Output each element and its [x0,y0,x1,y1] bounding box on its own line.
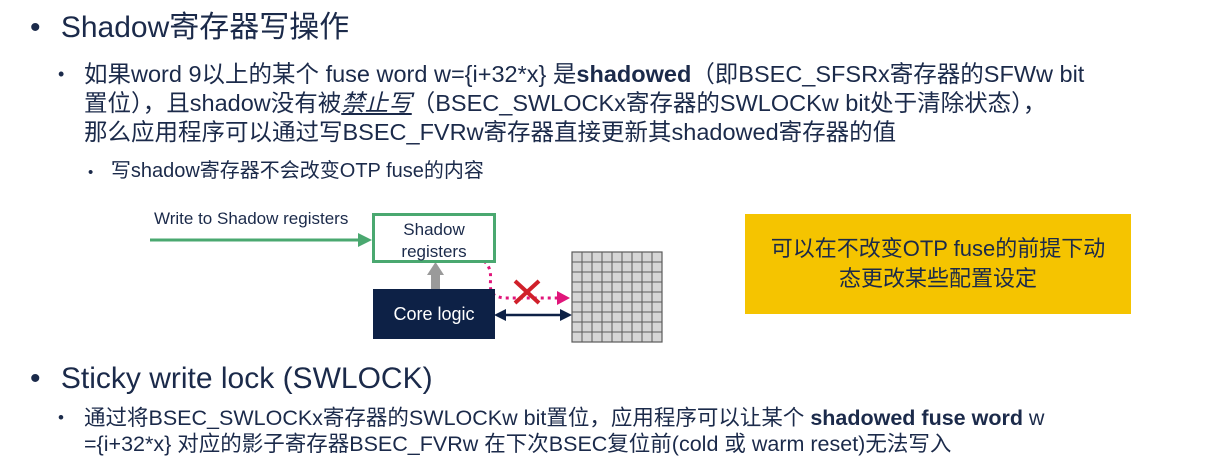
core-to-shadow-arrow-head [427,262,444,275]
section1-heading: • Shadow寄存器写操作 [30,10,349,46]
section2-line2: ={i+32*x} 对应的影子寄存器BSEC_FVRw 在下次BSEC复位前(c… [84,432,952,456]
cross-icon-b [513,279,541,305]
shadowed-bold: shadowed [576,61,692,87]
core-logic-box: Core logic [373,289,495,339]
section2-line1: 通过将BSEC_SWLOCKx寄存器的SWLOCKw bit置位，应用程序可以让… [84,406,1045,430]
section1-line2: 置位），且shadow没有被禁止写（BSEC_SWLOCKx寄存器的SWLOCK… [84,90,1047,116]
write-label: Write to Shadow registers [154,209,349,228]
bullet-dot: • [88,164,94,181]
dotted-arrow-head [557,291,570,305]
section1-heading-text: Shadow寄存器写操作 [60,11,350,44]
section1-subbullet: • 写shadow寄存器不会改变OTP fuse的内容 [88,160,484,182]
section1-paragraph: • 如果word 9以上的某个 fuse word w={i+32*x} 是sh… [58,60,1198,147]
bullet-dot: • [30,362,41,395]
write-forbidden-emphasis: 禁止写 [341,90,412,116]
shadow-to-otp-dotted-path [482,259,558,300]
section1-line3: 那么应用程序可以通过写BSEC_FVRw寄存器直接更新其shadowed寄存器的… [84,119,897,145]
shadow-registers-box: Shadow registers [372,213,496,263]
note-box: 可以在不改变OTP fuse的前提下动 态更改某些配置设定 [745,214,1131,314]
double-arrow-left-head [494,309,506,321]
core-to-shadow-arrow-shaft [431,273,440,289]
section2-paragraph: • 通过将BSEC_SWLOCKx寄存器的SWLOCKw bit置位，应用程序可… [58,405,1198,457]
otp-fuse-grid-icon [571,251,663,343]
bullet-dot: • [30,11,41,44]
section2-heading-text: Sticky write lock (SWLOCK) [60,362,433,395]
shadowed-fuse-word-bold: shadowed fuse word [810,406,1023,430]
section2-heading: • Sticky write lock (SWLOCK) [30,361,433,397]
write-arrow-head [358,233,372,247]
bullet-dot: • [58,408,64,427]
section1-line1: 如果word 9以上的某个 fuse word w={i+32*x} 是shad… [84,61,1085,87]
double-arrow-right-head [560,309,572,321]
bullet-dot: • [58,64,65,84]
